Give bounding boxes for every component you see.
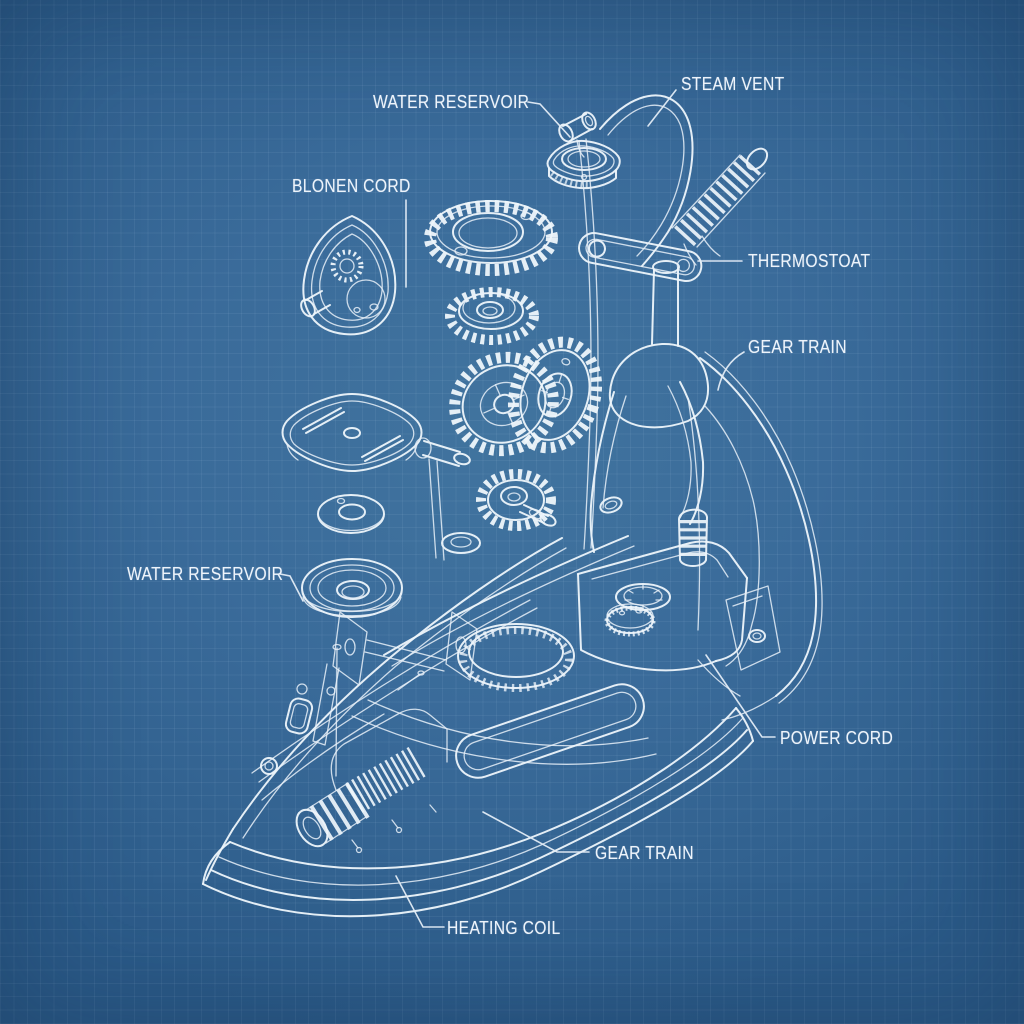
label-blonen-cord: BLONEN CORD xyxy=(292,176,411,196)
right-shell xyxy=(687,351,823,721)
gear-train-parts xyxy=(424,200,603,531)
label-water-reservoir-top: WATER RESERVOIR xyxy=(373,92,530,112)
base-plate-part xyxy=(281,393,423,472)
spacer-ring-part xyxy=(317,494,385,534)
label-steam-vent: STEAM VENT xyxy=(681,74,785,94)
frame-brackets xyxy=(332,611,478,686)
housing-shell-part xyxy=(300,215,397,336)
water-reservoir-part xyxy=(301,558,403,618)
label-heating-coil: HEATING COIL xyxy=(447,918,561,938)
thermostat-grip xyxy=(671,147,769,266)
deck xyxy=(332,437,645,779)
soleplate-heating-coil xyxy=(202,707,754,918)
label-gear-train-right: GEAR TRAIN xyxy=(748,337,847,357)
steam-vent-part xyxy=(546,111,621,190)
label-water-reservoir-left: WATER RESERVOIR xyxy=(127,564,284,584)
water-tank xyxy=(577,508,781,672)
label-gear-train-bottom: GEAR TRAIN xyxy=(595,843,694,863)
heater-block xyxy=(260,683,448,854)
leader-lines xyxy=(279,89,776,928)
steam-hose xyxy=(599,94,694,267)
label-power-cord: POWER CORD xyxy=(780,728,894,748)
label-thermostoat: THERMOSTOAT xyxy=(748,251,871,271)
body-shell xyxy=(205,537,657,881)
